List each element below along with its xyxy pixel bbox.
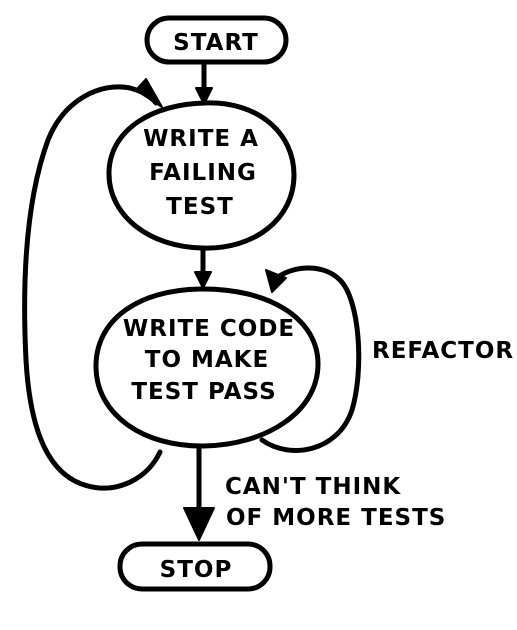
- start-node: START: [144, 15, 289, 65]
- write-code-line-1: WRITE CODE: [123, 316, 295, 342]
- write-code-line-3: TEST PASS: [131, 379, 276, 405]
- arrow-loop-back-to-failing-test: [22, 78, 163, 491]
- write-code-node: WRITE CODE TO MAKE TEST PASS: [93, 286, 321, 449]
- arrow-write-code-to-stop: [183, 443, 215, 541]
- write-code-shape: [93, 286, 321, 449]
- cant-think-label-line-2: OF MORE TESTS: [226, 505, 446, 531]
- stop-label: STOP: [160, 557, 233, 583]
- write-failing-test-node: WRITE A FAILING TEST: [106, 100, 297, 251]
- arrow-refactor-loop: [259, 265, 362, 453]
- start-node-shape: [144, 15, 289, 65]
- arrow-start-to-failing-test: [195, 59, 213, 105]
- failing-test-line-1: WRITE A: [143, 126, 259, 152]
- write-code-line-2: TO MAKE: [145, 347, 269, 373]
- cant-think-label-line-1: CAN'T THINK: [225, 474, 401, 500]
- stop-node: STOP: [117, 541, 273, 592]
- failing-test-line-3: TEST: [166, 194, 234, 220]
- stop-node-shape: [117, 541, 273, 592]
- failing-test-line-2: FAILING: [149, 160, 257, 186]
- start-label: START: [173, 30, 259, 56]
- arrow-failing-test-to-write-code: [194, 245, 212, 289]
- refactor-label: REFACTOR: [372, 338, 514, 364]
